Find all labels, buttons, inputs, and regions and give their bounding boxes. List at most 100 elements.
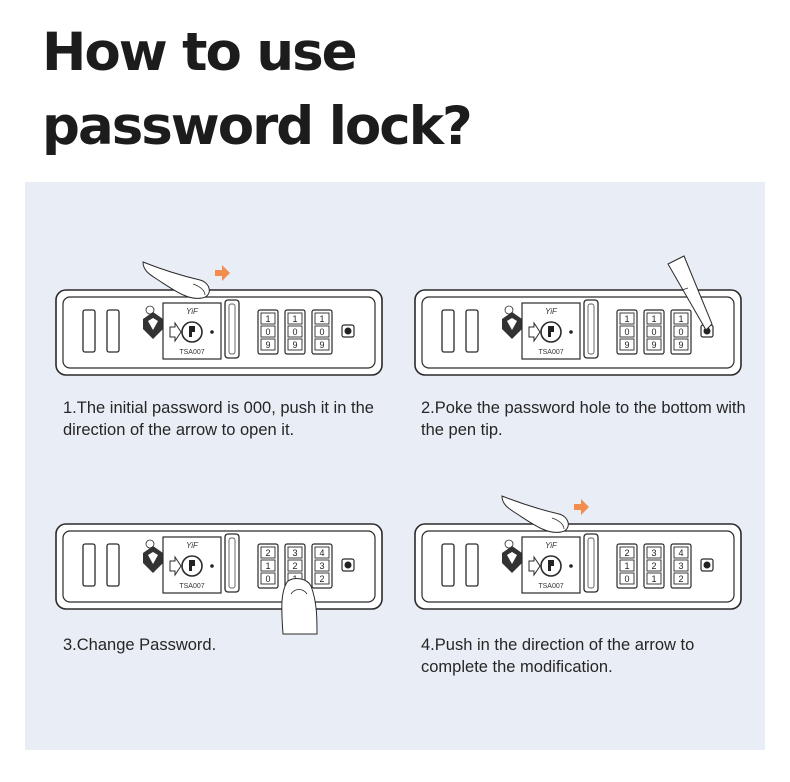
step-2-text: 2.Poke the password hole to the bottom w… [421, 399, 746, 439]
dial-digit: 9 [651, 340, 656, 350]
slider-button [583, 299, 599, 359]
finger-shape [142, 261, 210, 299]
dial-3: 109 [311, 309, 333, 355]
keyhole-slot [548, 560, 554, 571]
dial-1: 210 [257, 543, 279, 589]
dial-digit-box [619, 546, 635, 559]
slider-inner [587, 303, 595, 355]
ce-mark-icon [504, 539, 514, 549]
dial-digit-box [260, 546, 276, 559]
dial-digit: 2 [651, 561, 656, 571]
dial-digit-box [646, 312, 662, 325]
dial-digit: 3 [678, 561, 683, 571]
dial-digit-box [314, 572, 330, 585]
step-4-text: 4.Push in the direction of the arrow to … [421, 636, 695, 676]
reset-hole [703, 561, 711, 569]
dial-digit-box [619, 572, 635, 585]
push-direction-arrow-icon [574, 499, 589, 515]
pen-body [667, 255, 713, 331]
dial-digit-box [260, 559, 276, 572]
dial-digit: 9 [265, 340, 270, 350]
dial-digit-box [314, 338, 330, 351]
dial-digit-box [619, 325, 635, 338]
dial-3: 1 0 9 [670, 309, 692, 355]
dial-digit-box [646, 338, 662, 351]
dial-digit-box [619, 559, 635, 572]
dial-digit: 2 [292, 561, 297, 571]
dial-digit-box [314, 546, 330, 559]
lock-inner-frame [62, 296, 376, 369]
dial-digit-box [646, 546, 662, 559]
dial-digit-box [619, 312, 635, 325]
dial-digit: 3 [292, 548, 297, 558]
model-label: TSA007 [538, 583, 563, 590]
dial-digit: 1 [292, 314, 297, 324]
dial-digit: 0 [265, 327, 270, 337]
dial-digit: 2 [678, 574, 683, 584]
instructions-panel [25, 182, 765, 750]
ce-mark-icon [504, 305, 514, 315]
dial-digit: 1 [265, 314, 270, 324]
dial-digit: 0 [678, 327, 683, 337]
dial-digit: 1 [624, 314, 629, 324]
slider-button [224, 533, 240, 593]
slider-inner [228, 537, 236, 589]
tsa-logo-inner [148, 318, 158, 330]
dial-digit: 9 [319, 340, 324, 350]
indicator-dot [210, 330, 214, 334]
dial-digit-box [287, 338, 303, 351]
pen-tip-icon [667, 255, 713, 331]
dial-digit-box [673, 312, 689, 325]
tsa-logo-inner [507, 552, 517, 564]
dial-digit: 2 [624, 548, 629, 558]
dial-digit-box [260, 325, 276, 338]
direction-arrow-icon [169, 555, 182, 577]
finger-shape [501, 495, 569, 533]
step-3-text: 3.Change Password. [63, 636, 217, 654]
finger-shape [281, 578, 318, 635]
dial-digit-box [314, 559, 330, 572]
indicator-dot [569, 564, 573, 568]
dial-digit: 1 [678, 314, 683, 324]
dial-digit-box [673, 338, 689, 351]
dial-digit: 9 [678, 340, 683, 350]
tsa-logo-inner [507, 318, 517, 330]
indicator-dot [569, 330, 573, 334]
ce-mark-icon [145, 539, 155, 549]
dial-digit: 0 [265, 574, 270, 584]
page-title-line-2: password lock? [42, 96, 473, 157]
dial-2: 321 [643, 543, 665, 589]
dial-digit: 0 [319, 327, 324, 337]
lock-slot [441, 309, 455, 353]
lock-slot [441, 543, 455, 587]
lock-slot [465, 543, 479, 587]
brand-label: YiF [545, 541, 558, 550]
dial-digit-box [260, 338, 276, 351]
dial-digit-box [287, 546, 303, 559]
dial-digit: 0 [624, 574, 629, 584]
dial-digit-box [619, 338, 635, 351]
tsa-logo-inner [148, 552, 158, 564]
keyhole-slot [548, 326, 554, 337]
slider-inner [228, 303, 236, 355]
dial-digit: 1 [651, 574, 656, 584]
dial-digit: 0 [624, 327, 629, 337]
ce-mark-icon [145, 305, 155, 315]
dial-3: 432 [670, 543, 692, 589]
finger-pressing-icon [281, 578, 318, 635]
direction-arrow-icon [169, 321, 182, 343]
lock-slot [82, 543, 96, 587]
dial-digit-box [314, 325, 330, 338]
dial-digit-box [260, 572, 276, 585]
fingernail [192, 283, 206, 296]
dial-digit: 9 [292, 340, 297, 350]
fingernail [290, 589, 308, 595]
dial-digit-box [287, 325, 303, 338]
brand-label: YiF [545, 307, 558, 316]
dial-digit-box [314, 312, 330, 325]
